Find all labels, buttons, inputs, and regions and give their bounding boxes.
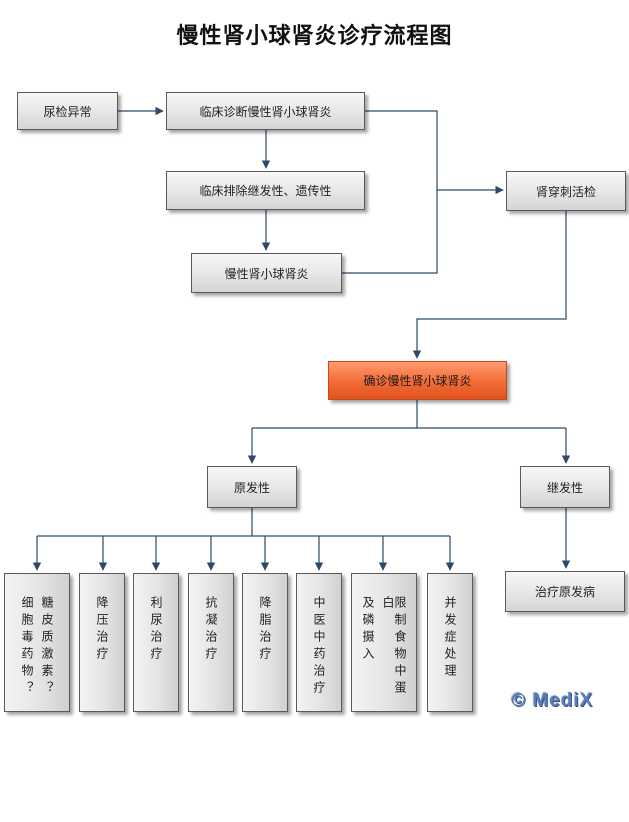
treatment-label: 及磷摄入 — [361, 596, 375, 664]
treatment-label: 并发症处理 — [443, 596, 457, 681]
treatment-label: 抗凝治疗 — [204, 596, 218, 664]
node-exclude-secondary: 临床排除继发性、遗传性 — [166, 171, 365, 210]
treatment-label: 降压治疗 — [95, 596, 109, 664]
treatment-diuretic: 利尿治疗 — [133, 573, 179, 712]
treatment-label: 细胞毒药物？ — [20, 596, 34, 698]
arrow-biopsy-to-confirm — [412, 211, 567, 359]
treatment-steroid-cytotoxic: 糖皮质激素？ 细胞毒药物？ — [4, 573, 70, 712]
page-title: 慢性肾小球肾炎诊疗流程图 — [176, 24, 453, 49]
node-secondary: 继发性 — [520, 466, 610, 508]
node-confirmed-diagnosis: 确诊慢性肾小球肾炎 — [328, 361, 507, 400]
node-treat-primary-disease: 治疗原发病 — [505, 571, 625, 612]
treatment-anticoagulant: 抗凝治疗 — [188, 573, 234, 712]
treatment-complications: 并发症处理 — [427, 573, 473, 712]
line-chronic-to-merge — [342, 190, 438, 274]
treatment-label: 限制食物中蛋白 — [381, 596, 407, 698]
node-renal-biopsy: 肾穿刺活检 — [506, 171, 626, 211]
treatment-lipid-lowering: 降脂治疗 — [242, 573, 288, 712]
treatment-label: 中医中药治疗 — [312, 596, 326, 698]
treatment-antihypertensive: 降压治疗 — [79, 573, 125, 712]
treatment-label: 利尿治疗 — [149, 596, 163, 664]
node-chronic-gn: 慢性肾小球肾炎 — [191, 253, 342, 293]
treatment-tcm: 中医中药治疗 — [296, 573, 342, 712]
treatment-label: 糖皮质激素？ — [40, 596, 54, 698]
treatment-label: 降脂治疗 — [258, 596, 272, 664]
node-primary: 原发性 — [207, 466, 297, 508]
line-confirm-split — [252, 400, 566, 429]
treatment-protein-restriction: 限制食物中蛋白 及磷摄入 — [351, 573, 417, 712]
node-urine-abnormal: 尿检异常 — [17, 92, 118, 130]
line-dx-to-merge — [365, 110, 438, 190]
medix-logo: © MediX — [511, 690, 594, 711]
node-clinical-diagnosis: 临床诊断慢性肾小球肾炎 — [166, 92, 365, 130]
